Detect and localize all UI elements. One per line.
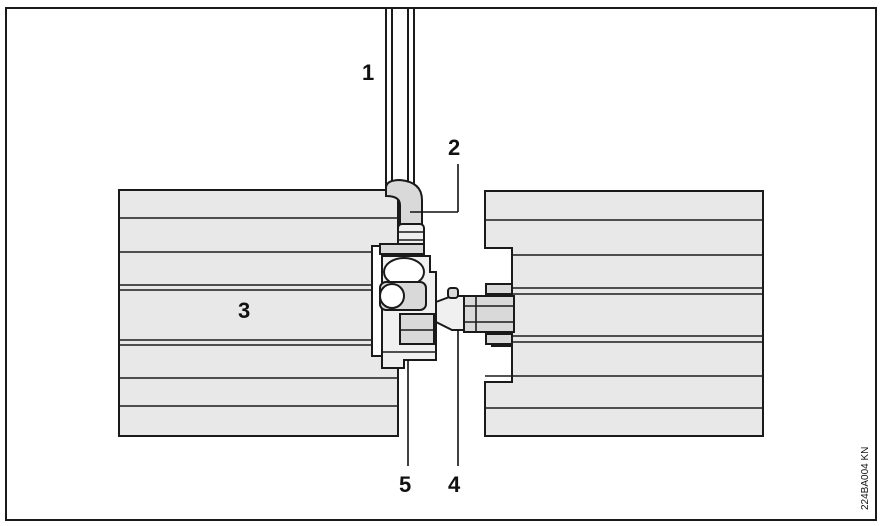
sensor-connector bbox=[435, 283, 515, 345]
valve-body bbox=[379, 255, 437, 369]
figure-code: 224BA004 KN bbox=[860, 447, 871, 510]
right-heat-exchanger bbox=[484, 190, 764, 437]
callout-1: 1 bbox=[362, 60, 374, 85]
vertical-tube bbox=[385, 7, 415, 194]
elbow-coupling bbox=[379, 178, 425, 255]
left-heat-exchanger bbox=[118, 189, 399, 437]
callout-2: 2 bbox=[448, 135, 460, 160]
callout-5: 5 bbox=[399, 472, 411, 497]
callout-3: 3 bbox=[238, 298, 250, 323]
callout-4: 4 bbox=[448, 472, 461, 497]
